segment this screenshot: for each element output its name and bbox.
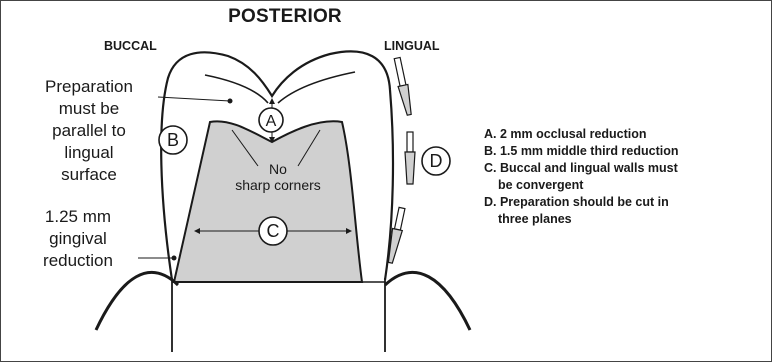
legend-item-b: B. 1.5 mm middle third reduction [484, 143, 764, 160]
tooth-preparation [174, 121, 362, 282]
legend-item-c-continued: be convergent [484, 177, 764, 194]
buccal-label: BUCCAL [104, 39, 157, 53]
bur-instrument-middle [405, 132, 415, 184]
parallel-callout: Preparation must be parallel to lingual … [14, 76, 164, 186]
bur-instrument-top [392, 57, 414, 116]
gingival-callout-line: gingival [28, 228, 128, 250]
lingual-label: LINGUAL [384, 39, 440, 53]
gingival-callout: 1.25 mm gingival reduction [28, 206, 128, 272]
gingiva-right [385, 272, 470, 330]
parallel-callout-line: must be [14, 98, 164, 120]
legend-item-d: D. Preparation should be cut in [484, 194, 764, 211]
parallel-leader-line [158, 97, 230, 101]
parallel-callout-line: surface [14, 164, 164, 186]
parallel-callout-line: Preparation [14, 76, 164, 98]
bur-instrument-bottom [385, 207, 406, 264]
legend-item-c: C. Buccal and lingual walls must [484, 160, 764, 177]
gingival-leader-dot [172, 256, 177, 261]
marker-a-label: A [266, 113, 277, 130]
gingival-callout-line: 1.25 mm [28, 206, 128, 228]
parallel-callout-line: parallel to [14, 120, 164, 142]
marker-d-label: D [430, 151, 443, 171]
occlusal-groove-right [278, 72, 355, 103]
gingiva-left [96, 272, 178, 330]
marker-c-label: C [267, 221, 280, 241]
occlusal-groove-left [205, 75, 268, 103]
legend-item-a: A. 2 mm occlusal reduction [484, 126, 764, 143]
legend-item-d-continued: three planes [484, 211, 764, 228]
legend-list: A. 2 mm occlusal reduction B. 1.5 mm mid… [484, 126, 764, 228]
parallel-callout-line: lingual [14, 142, 164, 164]
sharp-corners-label: No sharp corners [218, 161, 338, 193]
marker-b-label: B [167, 130, 179, 150]
sharp-corners-line: No [218, 161, 338, 177]
diagram-title: POSTERIOR [205, 6, 365, 28]
parallel-leader-dot [228, 99, 233, 104]
sharp-corners-line: sharp corners [218, 177, 338, 193]
occlusal-arrowhead-top [269, 98, 275, 104]
gingival-callout-line: reduction [28, 250, 128, 272]
